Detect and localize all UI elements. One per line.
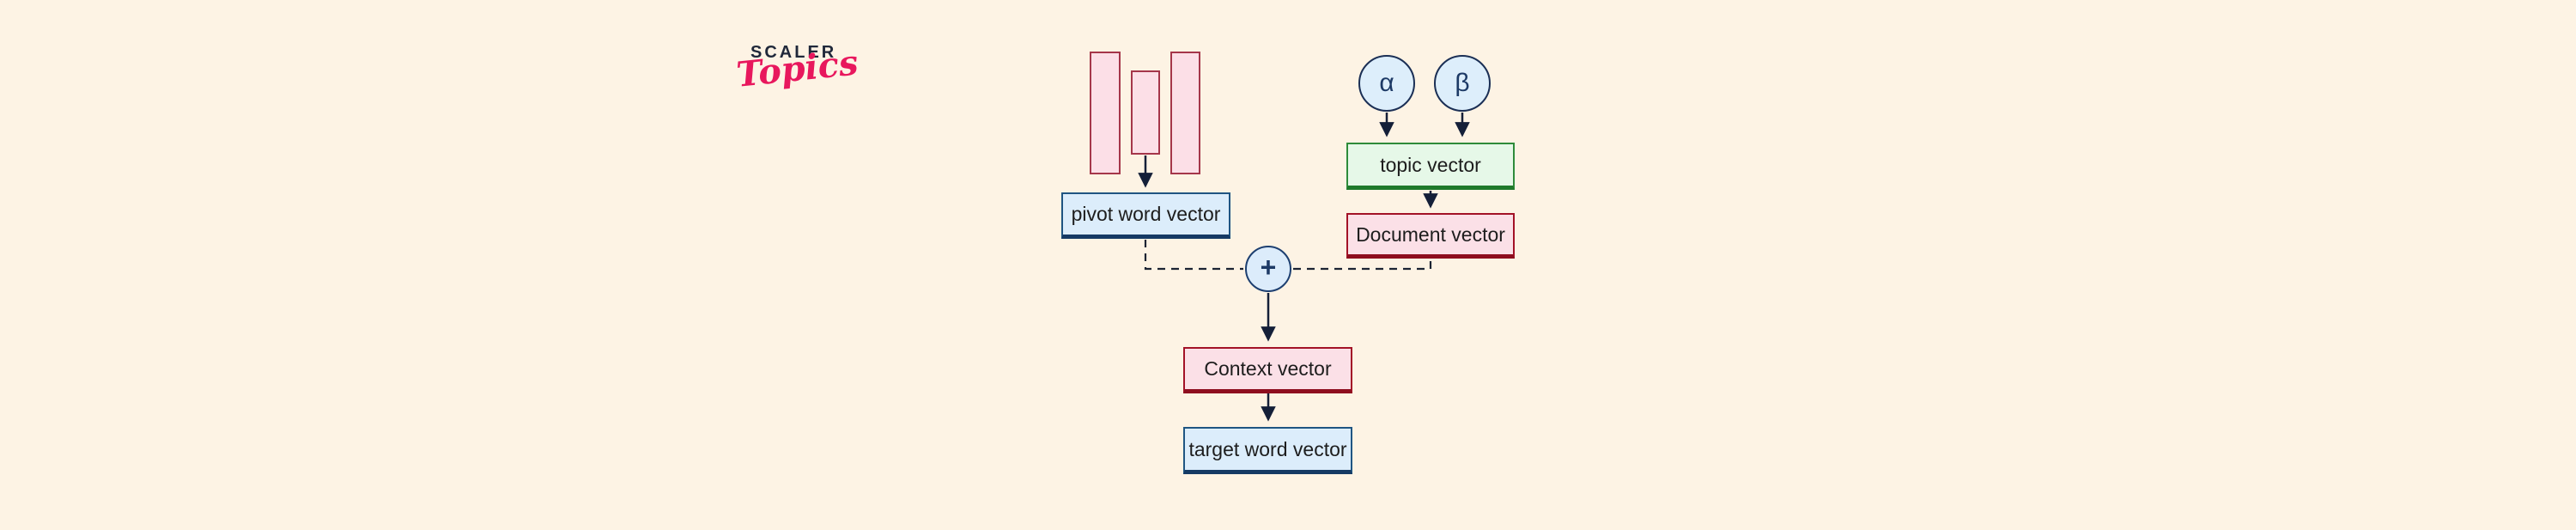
brand-logo: SCALER Topics: [735, 41, 866, 113]
topic-vector-label: topic vector: [1380, 153, 1481, 176]
context-vector-label: Context vector: [1204, 357, 1332, 380]
pivot-word-vector-box: pivot word vector: [1061, 192, 1230, 239]
onehot-vector-bar-1: [1090, 52, 1121, 174]
document-vector-box: Document vector: [1346, 213, 1515, 259]
sum-label: +: [1260, 252, 1277, 283]
target-word-vector-label: target word vector: [1188, 437, 1347, 460]
dashed-connector-pivot-to-sum: [1144, 240, 1243, 271]
pivot-word-vector-label: pivot word vector: [1071, 203, 1221, 225]
alpha-label: α: [1379, 69, 1394, 97]
topic-vector-box: topic vector: [1346, 143, 1515, 190]
sum-node: +: [1245, 246, 1291, 292]
target-word-vector-box: target word vector: [1183, 427, 1352, 474]
dashed-connector-document-to-sum: [1293, 259, 1432, 271]
brand-scaler-text: SCALER: [750, 43, 837, 62]
alpha-parameter-node: α: [1358, 55, 1415, 112]
beta-parameter-node: β: [1434, 55, 1491, 112]
beta-label: β: [1455, 69, 1470, 97]
document-vector-label: Document vector: [1356, 222, 1505, 246]
context-vector-box: Context vector: [1183, 347, 1352, 393]
onehot-vector-bar-3: [1170, 52, 1200, 174]
onehot-vector-bar-2: [1131, 70, 1160, 155]
